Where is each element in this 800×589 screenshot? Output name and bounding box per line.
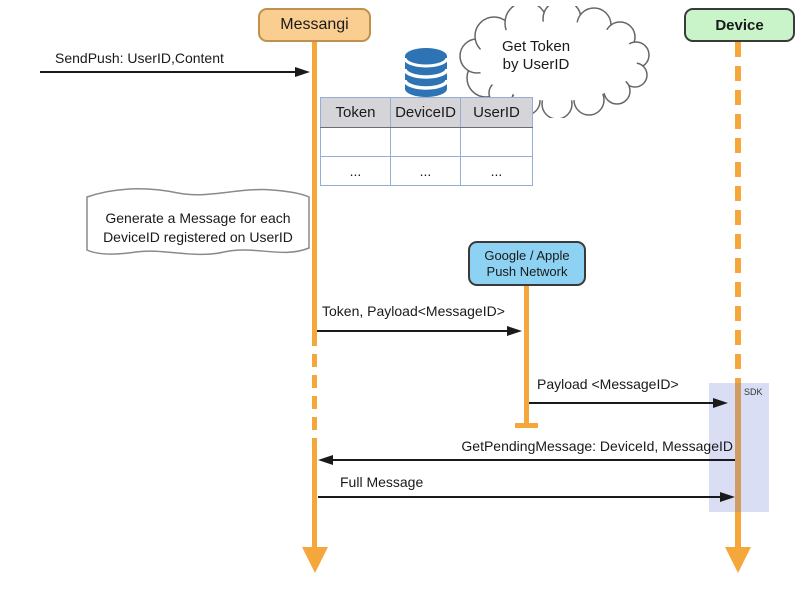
msg-payload-label: Payload <MessageID> (537, 376, 679, 392)
note-text: Generate a Message for each DeviceID reg… (86, 209, 310, 247)
table-cell (460, 127, 533, 157)
table-header-row: Token DeviceID UserID (320, 97, 533, 128)
push-network-line1: Google / Apple (484, 247, 570, 263)
msg-fullmessage-line (318, 496, 722, 498)
table-header-deviceid: DeviceID (390, 97, 461, 128)
table-header-token: Token (320, 97, 391, 128)
msg-token-payload-arrowhead-icon (507, 326, 522, 336)
msg-token-payload-line (317, 330, 509, 332)
msg-fullmessage-label: Full Message (340, 474, 424, 490)
actor-messangi: Messangi (258, 8, 371, 42)
table-cell: ... (390, 156, 461, 186)
msg-token-payload-label: Token, Payload<MessageID> (322, 303, 505, 319)
device-lifeline-dashed (735, 42, 741, 383)
messangi-lifeline-solid-bottom (312, 448, 317, 547)
token-registry-table: Token DeviceID UserID ... ... ... (320, 97, 533, 186)
table-cell (390, 127, 461, 157)
push-network-lifeline-end-bar (515, 423, 538, 428)
msg-fullmessage-arrowhead-icon (720, 492, 735, 502)
table-row (320, 127, 533, 157)
note-generate-message: Generate a Message for each DeviceID reg… (86, 185, 310, 265)
msg-getpending-line (331, 459, 735, 461)
actor-device-label: Device (715, 16, 764, 34)
cloud-note-line1: Get Token (501, 38, 571, 55)
actor-push-network: Google / Apple Push Network (468, 241, 586, 286)
msg-getpending-label: GetPendingMessage: DeviceId, MessageID (461, 438, 733, 454)
database-icon (402, 46, 450, 98)
msg-payload-line (529, 402, 715, 404)
cloud-note-line2: by UserID (502, 56, 570, 73)
push-network-line2: Push Network (486, 263, 568, 279)
msg-payload-arrowhead-icon (713, 398, 728, 408)
messangi-lifeline-dashed (312, 333, 317, 448)
actor-messangi-label: Messangi (280, 16, 349, 33)
messangi-lifeline-arrowhead-icon (302, 547, 328, 573)
note-line2: DeviceID registered on UserID (103, 229, 293, 245)
push-network-lifeline (524, 286, 529, 424)
table-cell: ... (320, 156, 391, 186)
device-lifeline-arrowhead-icon (725, 547, 751, 573)
msg-sendpush-line (40, 71, 297, 73)
cloud-note-text: Get Token by UserID (466, 38, 606, 74)
table-row: ... ... ... (320, 156, 533, 186)
messangi-lifeline-solid-top (312, 42, 317, 333)
sdk-label: SDK (744, 387, 763, 397)
actor-device: Device (684, 8, 795, 42)
table-cell: ... (460, 156, 533, 186)
table-header-userid: UserID (460, 97, 533, 128)
msg-sendpush-label: SendPush: UserID,Content (55, 50, 224, 66)
table-cell (320, 127, 391, 157)
cloud-icon: Get Token by UserID (450, 0, 650, 120)
actor-push-network-label: Google / Apple Push Network (484, 248, 569, 280)
device-lifeline-solid (735, 383, 741, 547)
msg-getpending-arrowhead-icon (318, 455, 333, 465)
note-line1: Generate a Message for each (105, 210, 291, 226)
msg-sendpush-arrowhead-icon (295, 67, 310, 77)
